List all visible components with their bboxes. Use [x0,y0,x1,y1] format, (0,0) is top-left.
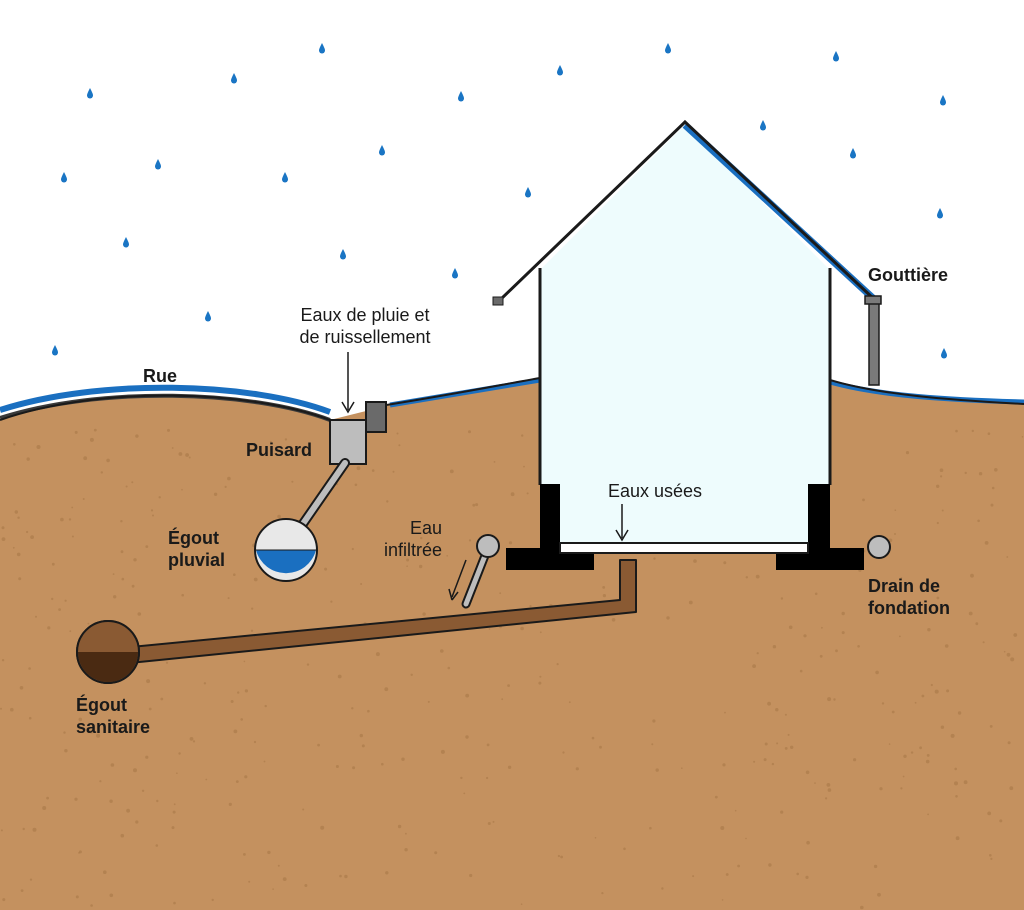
storm-sewer [254,518,318,582]
rain-drop [340,249,346,260]
rain-drop [205,311,211,322]
soil-texture [0,428,1024,910]
rain-drop [850,148,856,159]
house [492,119,878,570]
label-drain-line2: fondation [868,597,950,618]
rain-drop [231,73,237,84]
rain-drop [155,159,161,170]
label-eau-infiltree-line2: infiltrée [383,539,443,560]
rain-drop [941,348,947,359]
catch-basin [329,419,367,465]
label-eaux-pluie-line2: de ruissellement [299,326,431,347]
rain-drop [123,237,129,248]
sanitary-sewer [76,620,140,684]
label-gouttiere: Gouttière [868,265,949,285]
rain-drop [379,145,385,156]
label-eaux-usees: Eaux usées [608,481,703,501]
label-egout-pluvial-line1: Égout [168,528,219,548]
rain-drop [940,95,946,106]
infiltration-pipe-end [476,534,500,558]
label-eau-infiltree: Eau infiltrée [368,518,458,561]
rain-drop [61,172,67,183]
rain-drop [937,208,943,219]
label-puisard: Puisard [246,440,313,460]
rain-drop [452,268,458,279]
label-eaux-pluie: Eaux de pluie et de ruissellement [276,305,454,348]
rain-drop [458,91,464,102]
rain-drop [282,172,288,183]
street-surface [0,384,332,415]
rain-drop [760,120,766,131]
foundation-drain [867,535,891,559]
rain-drop [557,65,563,76]
rainwater-arrow [341,352,355,414]
label-egout-sanitaire-line2: sanitaire [76,716,151,737]
rain-drop [52,345,58,356]
label-egout-sanitaire-line1: Égout [76,695,127,715]
label-rue: Rue [143,366,178,386]
label-eau-infiltree-line1: Eau [409,518,443,538]
label-eaux-pluie-line1: Eaux de pluie et [300,305,430,325]
soil [0,378,1024,910]
label-egout-sanitaire: Égout sanitaire [76,695,150,738]
label-egout-pluvial: Égout pluvial [168,528,225,571]
label-drain-fondation: Drain de fondation [868,576,950,619]
wastewater-arrow [615,504,629,542]
rain-drop [87,88,93,99]
curb [365,401,387,433]
rain-drop [665,43,671,54]
gutter-downspout [864,295,882,386]
label-egout-pluvial-line2: pluvial [168,549,226,570]
rain-drop [525,187,531,198]
label-drain-line1: Drain de [868,576,941,596]
rain-drop [833,51,839,62]
rain-drop [319,43,325,54]
